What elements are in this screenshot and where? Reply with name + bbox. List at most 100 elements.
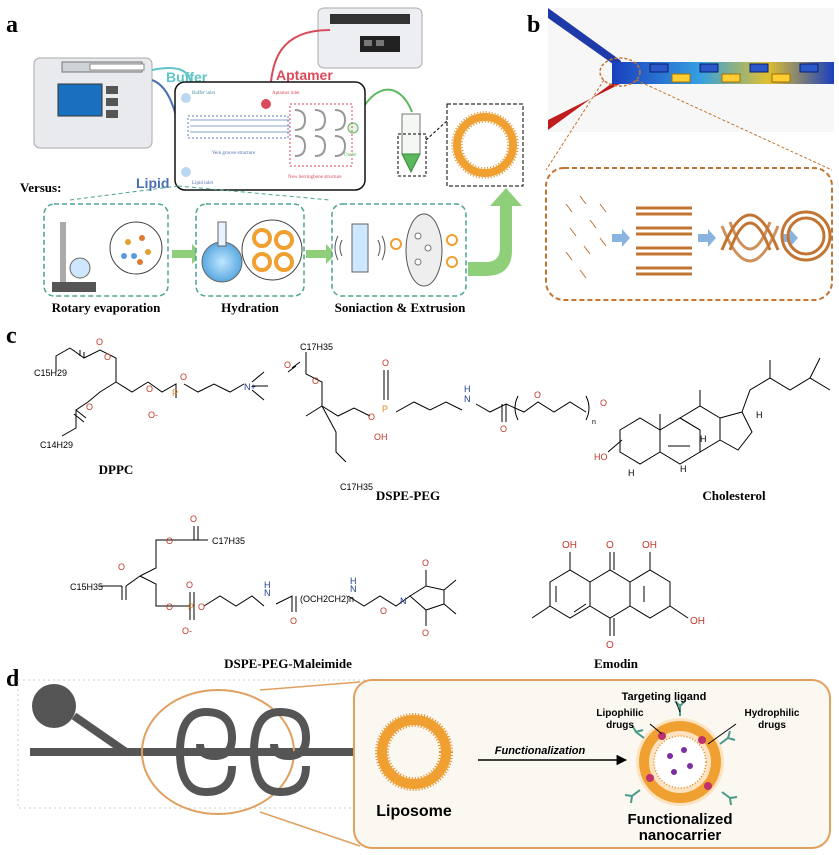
dspe-o6: O (534, 390, 541, 400)
emodin-o2: O (606, 640, 614, 651)
dspe-o4: O (382, 358, 389, 368)
molecule-name-cholesterol: Cholesterol (702, 488, 766, 503)
step-sonication: Soniaction & Extrusion (335, 300, 467, 315)
dppc-o-minus: O- (148, 410, 158, 420)
dspe-c17h35-top: C17H35 (300, 342, 333, 352)
dspe-c17h35-bottom: C17H35 (340, 482, 373, 492)
versus-link-left (70, 186, 178, 200)
lipid-label: Lipid (136, 175, 169, 191)
panel-letter-c: c (6, 323, 17, 349)
emodin-oh3: OH (690, 616, 705, 627)
rotary-evaporation-box (44, 204, 168, 296)
mal-o4: O (166, 602, 173, 612)
mal-o1: O (118, 562, 125, 572)
syringe-pump-top (318, 8, 422, 68)
mal-o5: O (186, 580, 193, 590)
microfluidic-chip (175, 82, 365, 190)
dspe-h: H (464, 384, 471, 394)
dspe-o1: O (284, 360, 291, 370)
aptamer-inlet-label: Aptamer inlet (272, 91, 300, 96)
dppc-o4: O (146, 384, 153, 394)
chol-ho: HO (594, 452, 608, 462)
mal-o3: O (190, 514, 197, 524)
dspe-o3: O (368, 412, 375, 422)
mal-peg: (OCH2CH2)n (300, 594, 354, 604)
dppc-p: P (172, 388, 178, 398)
aptamer-label: Aptamer (276, 67, 333, 83)
mal-h2: H (350, 576, 357, 586)
nanocarrier-label-2: nanocarrier (639, 827, 722, 844)
dspe-n: N (464, 394, 471, 404)
functionalization-panel (354, 680, 830, 848)
lipophilic-label-1: Lipophilic (596, 708, 644, 719)
zoom-line-d-bottom (260, 812, 360, 846)
outlet-label: Outlet (344, 153, 357, 158)
lipid-inlet-label: Lipid inlet (192, 181, 214, 186)
cholesterol-structure (608, 358, 830, 464)
dspe-peg-mal-structure (100, 526, 456, 626)
zoom-line (426, 120, 448, 140)
emodin-structure (532, 552, 688, 636)
mal-c17h35: C17H35 (212, 536, 245, 546)
buffer-inlet-label: Buffer inlet (192, 91, 216, 96)
molecule-name-emodin: Emodin (594, 656, 639, 671)
panel-letter-a: a (6, 12, 18, 38)
dspe-n-subscript: n (592, 419, 596, 426)
dppc-o1: O (96, 337, 103, 347)
mal-o6: O (198, 602, 205, 612)
molecule-name-dspe-peg-maleimide: DSPE-PEG-Maleimide (224, 656, 352, 671)
chol-h4: H (756, 410, 763, 420)
chol-h2: H (700, 434, 707, 444)
dppc-n-plus: N+ (244, 382, 256, 392)
step-hydration: Hydration (221, 300, 280, 315)
step-rotary-evaporation: Rotary evaporation (52, 300, 161, 315)
mal-o-minus: O- (182, 626, 192, 636)
hydrophilic-label-1: Hydrophilic (744, 708, 799, 719)
dspe-p: P (382, 404, 388, 414)
dppc-o3: O (86, 402, 93, 412)
emodin-o1: O (606, 540, 614, 551)
functionalization-label: Functionalization (495, 745, 586, 757)
sonication-box (332, 204, 466, 296)
mal-n3: N (400, 596, 407, 606)
dppc-o5: O (180, 372, 187, 382)
liposome-label: Liposome (376, 803, 452, 820)
mal-o2: O (166, 536, 173, 546)
dppc-c14h29: C14H29 (40, 440, 73, 450)
dppc-methyls (252, 372, 268, 400)
mal-o8: O (380, 606, 387, 616)
hydrophilic-label-2: drugs (758, 720, 786, 731)
targeting-ligand-label: Targeting ligand (622, 691, 707, 703)
vein-groove-label: Vein groove structure (212, 151, 256, 156)
dppc-c15h29: C15H29 (34, 368, 67, 378)
panel-letter-b: b (527, 12, 540, 38)
chol-h1: H (628, 468, 635, 478)
simulation-channel (548, 8, 834, 132)
self-assembly-box (546, 168, 832, 300)
dspe-o2: O (312, 376, 319, 386)
herringbone-label: New herringbone structure (288, 175, 342, 180)
dppc-o2: O (104, 352, 111, 362)
dspe-o5: O (500, 424, 507, 434)
mal-o9: O (422, 558, 429, 568)
chol-h3: H (680, 464, 687, 474)
collection-tube (398, 114, 426, 176)
syringe-pump-left (34, 58, 152, 148)
molecule-name-dspe-peg: DSPE-PEG (376, 488, 440, 503)
mal-c15h35: C15H35 (70, 582, 103, 592)
return-arrow (468, 188, 522, 276)
dspe-peg-structure (288, 352, 589, 462)
mal-o10: O (422, 628, 429, 638)
emodin-oh2: OH (642, 540, 657, 551)
versus-label: Versus: (20, 180, 61, 195)
panel-letter-d: d (6, 666, 20, 692)
emodin-oh1: OH (562, 540, 577, 551)
hydration-box (196, 204, 304, 296)
mal-p: P (188, 602, 194, 612)
mal-o7: O (290, 616, 297, 626)
dspe-oh: OH (374, 432, 388, 442)
liposome-zoom (447, 104, 523, 186)
nanocarrier-label-1: Functionalized (628, 811, 733, 828)
mal-h1: H (264, 580, 271, 590)
